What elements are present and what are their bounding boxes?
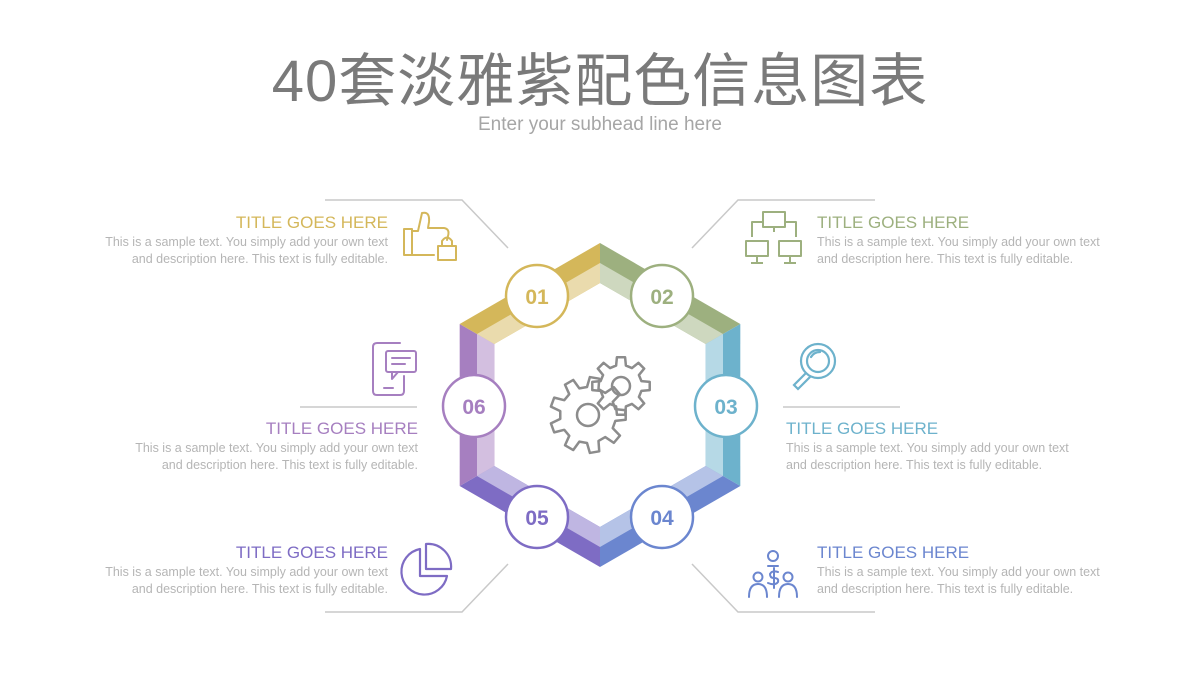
page-title: 40套淡雅紫配色信息图表 — [271, 49, 929, 114]
step-desc-05: This is a sample text. You simply add yo… — [105, 565, 388, 596]
step-circle-03[interactable]: 03 — [693, 373, 759, 439]
connector-line-05 — [325, 563, 509, 613]
computer-network-icon — [745, 211, 802, 264]
page-subtitle: Enter your subhead line here — [478, 114, 722, 135]
step-number-03: 03 — [714, 396, 737, 419]
step-block-01: TITLE GOES HERE This is a sample text. Y… — [68, 213, 388, 268]
step-block-04: TITLE GOES HERE This is a sample text. Y… — [817, 543, 1137, 598]
step-title-03: TITLE GOES HERE — [786, 419, 939, 438]
connector-lines — [300, 199, 900, 613]
step-block-05: TITLE GOES HERE This is a sample text. Y… — [68, 543, 388, 598]
step-circle-06[interactable]: 06 — [441, 373, 507, 439]
step-circle-01[interactable]: 01 — [504, 263, 570, 329]
step-desc-04: This is a sample text. You simply add yo… — [817, 565, 1100, 596]
step-circle-02[interactable]: 02 — [629, 263, 695, 329]
connector-line-04 — [691, 563, 875, 613]
step-number-02: 02 — [650, 286, 673, 309]
step-block-02: TITLE GOES HERE This is a sample text. Y… — [817, 213, 1137, 268]
step-number-04: 04 — [650, 507, 674, 530]
step-circle-04[interactable]: 04 — [629, 484, 695, 550]
magnifier-icon — [792, 342, 837, 391]
step-circle-05[interactable]: 05 — [504, 484, 570, 550]
step-circles: 01 02 03 04 05 06 — [441, 263, 759, 550]
step-desc-03: This is a sample text. You simply add yo… — [786, 441, 1069, 472]
step-desc-02: This is a sample text. You simply add yo… — [817, 235, 1100, 266]
step-title-06: TITLE GOES HERE — [265, 419, 418, 438]
step-desc-06: This is a sample text. You simply add yo… — [135, 441, 418, 472]
step-desc-01: This is a sample text. You simply add yo… — [105, 235, 388, 266]
step-number-01: 01 — [525, 286, 549, 309]
step-title-01: TITLE GOES HERE — [235, 213, 388, 232]
step-number-06: 06 — [462, 396, 485, 419]
step-title-05: TITLE GOES HERE — [235, 543, 388, 562]
connector-line-02 — [691, 199, 875, 249]
thumbs-up-lock-icon — [403, 211, 457, 261]
step-title-02: TITLE GOES HERE — [817, 213, 970, 232]
pie-chart-icon — [400, 542, 453, 596]
people-money-icon — [748, 550, 798, 598]
step-title-04: TITLE GOES HERE — [817, 543, 970, 562]
gears-icon — [549, 356, 651, 455]
phone-chat-icon — [372, 342, 417, 396]
step-block-03: TITLE GOES HERE This is a sample text. Y… — [786, 419, 1106, 474]
connector-line-01 — [325, 199, 509, 249]
step-number-05: 05 — [525, 507, 549, 530]
step-block-06: TITLE GOES HERE This is a sample text. Y… — [98, 419, 418, 474]
